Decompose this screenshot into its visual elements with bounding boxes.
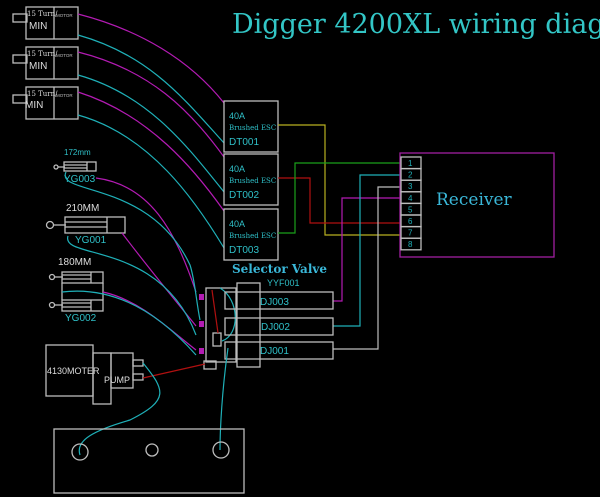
- esc-1: 40A Brushed ESC DT001: [223, 100, 279, 153]
- motor-body: [25, 6, 79, 40]
- tank-port: [212, 441, 230, 459]
- valve-title: Selector Valve: [232, 262, 327, 276]
- cylinder-hoses: [61, 171, 201, 356]
- valve-manifold: [205, 287, 237, 363]
- cylinder-yg003: 172mm YG003: [53, 148, 97, 185]
- receiver-body: [399, 152, 555, 258]
- receiver-channel: [400, 237, 422, 251]
- tank-body: [53, 428, 245, 494]
- channel-label: 3: [408, 182, 413, 191]
- motor-body: [25, 86, 79, 120]
- cylinder-yg002: 180MM YG002: [48, 257, 104, 324]
- cylinder-id: YG002: [65, 313, 97, 324]
- valve-spool: [212, 332, 222, 347]
- motor-3: 15 Turn/ MIN MOTOR: [12, 86, 79, 120]
- valve-id: YYF001: [267, 278, 300, 288]
- valve-bracket: [236, 282, 261, 368]
- motor-speed-unit: MIN: [29, 21, 47, 32]
- esc-id: DT002: [229, 190, 259, 201]
- pump-motor-label: 4130MOTER: [47, 366, 100, 376]
- channel-label: 6: [408, 217, 413, 226]
- motor-tag: MOTOR: [56, 53, 73, 58]
- channel-label: 1: [408, 159, 413, 168]
- pump-label: PUMP: [104, 375, 130, 385]
- motor-2: 15 Turn/ MIN MOTOR: [12, 46, 79, 80]
- cylinder-id: YG003: [64, 174, 96, 185]
- cylinder-length: 180MM: [58, 257, 91, 268]
- esc-rating: 40A: [229, 164, 245, 174]
- motor-tag: MOTOR: [56, 13, 73, 18]
- tank: [53, 428, 245, 494]
- esc-receiver-wires: [278, 124, 401, 350]
- esc-type: Brushed ESC: [229, 177, 276, 185]
- servo-id: DJ001: [260, 346, 289, 357]
- channel-label: 8: [408, 240, 413, 249]
- cylinder-body: [61, 271, 104, 284]
- servo-body: [224, 341, 334, 360]
- servo-body: [224, 317, 334, 336]
- cylinder-length: 210MM: [66, 203, 99, 214]
- motor-esc-wires: [77, 13, 225, 249]
- servo-id: DJ003: [260, 297, 289, 308]
- motor-speed-unit: MIN: [25, 100, 43, 111]
- channel-label: 5: [408, 205, 413, 214]
- esc-body: [223, 100, 279, 153]
- motor-speed-label: 15 Turn/: [27, 90, 58, 98]
- esc-2: 40A Brushed ESC DT002: [223, 153, 279, 206]
- tank-port: [71, 443, 89, 461]
- esc-body: [223, 208, 279, 261]
- motor-shaft: [12, 54, 28, 64]
- tank-port: [145, 443, 159, 457]
- esc-id: DT001: [229, 137, 259, 148]
- motor-speed-label: 15 Turn/: [27, 50, 58, 58]
- cylinder-length: 172mm: [64, 148, 91, 157]
- esc-rating: 40A: [229, 111, 245, 121]
- motor-1: 15 Turn/ MIN MOTOR: [12, 6, 79, 40]
- motor-shaft: [12, 13, 28, 23]
- cylinder-body: [64, 216, 126, 234]
- esc-body: [223, 153, 279, 206]
- esc-type: Brushed ESC: [229, 124, 276, 132]
- servo-dj002: DJ002: [224, 317, 334, 336]
- selector-valve: Selector Valve YYF001: [199, 262, 327, 370]
- motor-speed-unit: MIN: [29, 61, 47, 72]
- esc-rating: 40A: [229, 219, 245, 229]
- receiver-channel-strip: 1 2 3 4 5 6 7 8: [400, 156, 422, 251]
- pump-assembly: 4130MOTER PUMP: [45, 344, 229, 456]
- cylinder-yg001: 210MM YG001: [45, 203, 126, 246]
- motor-tag: MOTOR: [56, 93, 73, 98]
- esc-id: DT003: [229, 245, 259, 256]
- servo-dj001: DJ001: [224, 341, 334, 360]
- esc-3: 40A Brushed ESC DT003: [223, 208, 279, 261]
- servo-dj003: DJ003: [224, 291, 334, 310]
- pump-head: [110, 352, 134, 389]
- channel-label: 2: [408, 171, 413, 180]
- receiver-label: Receiver: [436, 190, 513, 210]
- cylinder-body: [63, 161, 97, 172]
- diagram-title: Digger 4200XL wiring diagram: [232, 9, 600, 40]
- esc-type: Brushed ESC: [229, 232, 276, 240]
- channel-label: 4: [408, 194, 413, 203]
- motor-shaft: [12, 94, 28, 104]
- cylinder-body: [61, 299, 104, 312]
- motor-speed-label: 15 Turn/: [27, 10, 58, 18]
- receiver: Receiver 1 2 3 4 5 6 7 8: [399, 152, 555, 258]
- servo-body: [224, 291, 334, 310]
- cylinder-id: YG001: [75, 235, 107, 246]
- channel-label: 7: [408, 229, 413, 238]
- motor-body: [25, 46, 79, 80]
- servo-id: DJ002: [261, 322, 290, 333]
